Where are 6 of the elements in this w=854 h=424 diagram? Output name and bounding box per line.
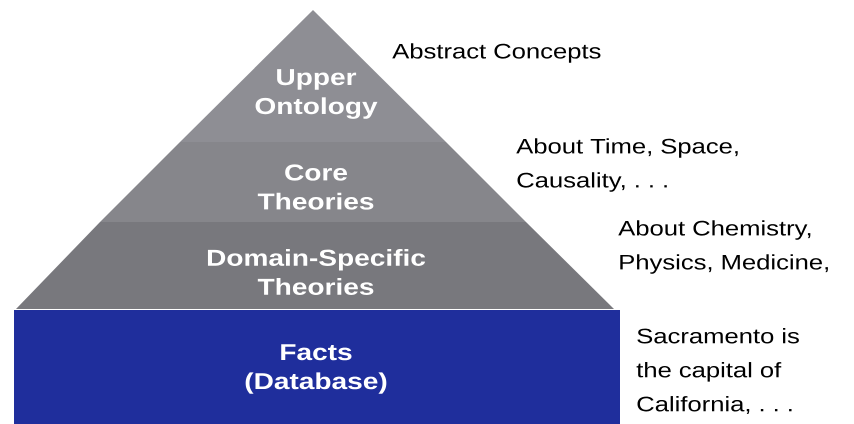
side-note: Sacramento is the capital of California, . . . xyxy=(636,328,799,414)
side-note: Abstract Concepts xyxy=(392,43,600,63)
pyramid-band: Domain-Specific Theories xyxy=(16,222,614,309)
side-note: About Time, Space, Causality, . . . xyxy=(516,138,738,192)
side-note: About Chemistry, Physics, Medicine, xyxy=(618,220,828,274)
pyramid-band: Facts (Database) xyxy=(14,310,620,424)
